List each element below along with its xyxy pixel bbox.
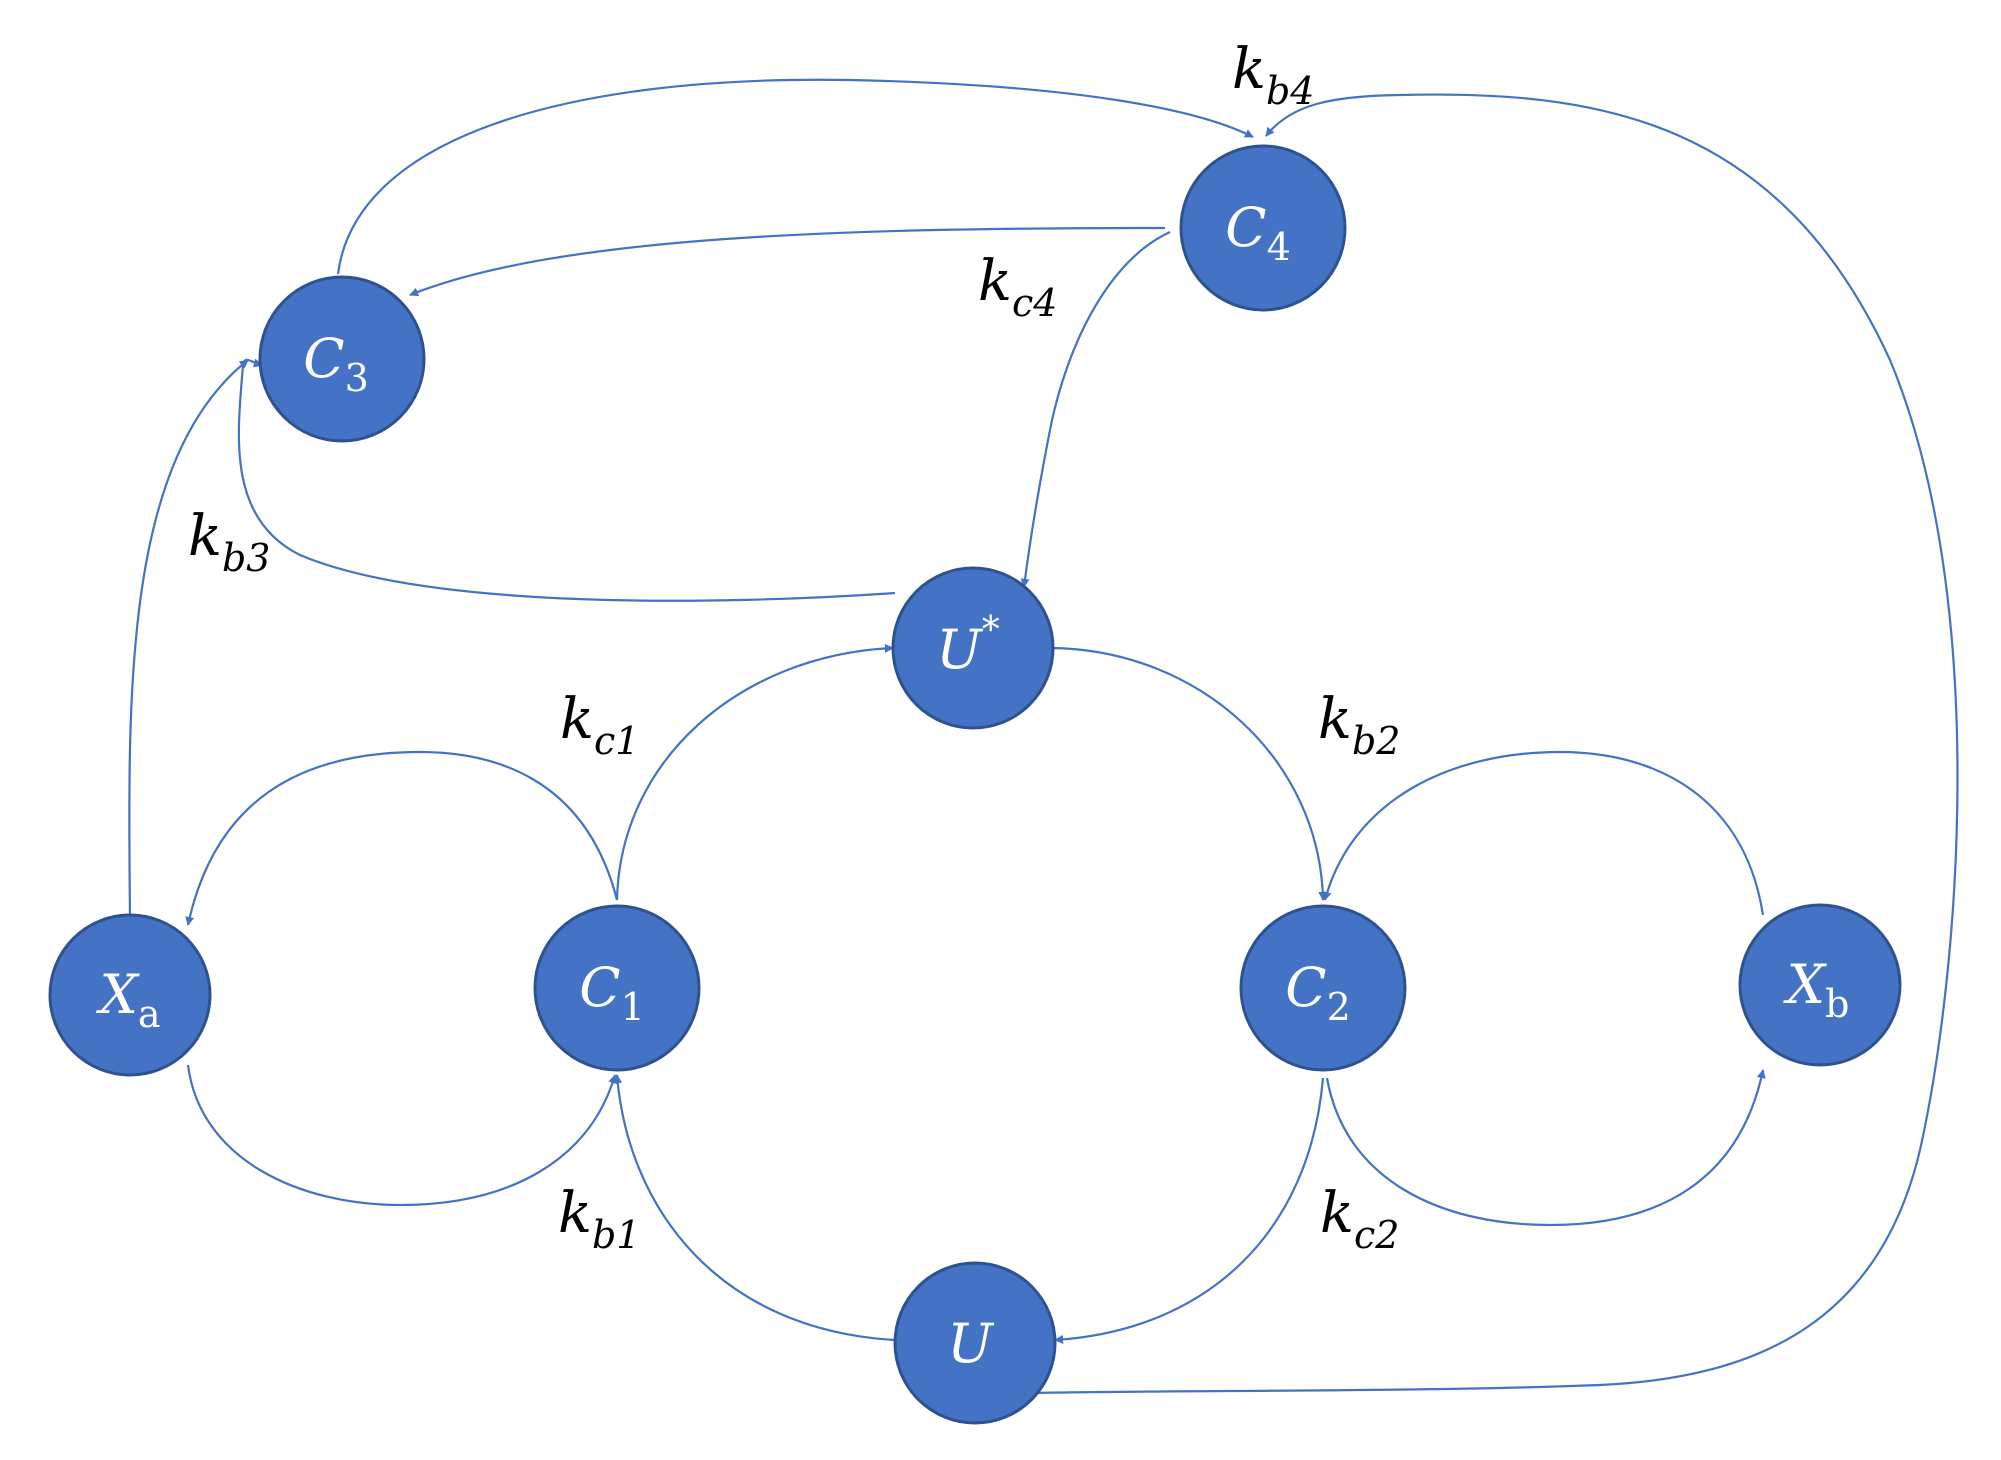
node-c1-subscript: 1: [621, 985, 645, 1029]
node-ustar: U*: [891, 566, 1055, 730]
edge-u-to-c4: [1029, 93, 1959, 1395]
rate-kb1-label: kb1: [558, 1181, 640, 1257]
rate-kb2-label: kb2: [1318, 687, 1400, 763]
edge-c2-to-xb: [1325, 1069, 1766, 1227]
rate-kc2-label: kc2: [1320, 1181, 1399, 1257]
edge-ustar-to-c2: [1051, 646, 1328, 901]
node-ustar-symbol: U: [936, 618, 983, 681]
edge-c1-to-ustar: [615, 643, 894, 901]
rate-kb3-label: kb3: [188, 504, 270, 580]
node-u-label: U: [947, 1312, 994, 1375]
rate-kb4-label: kb4: [1232, 37, 1314, 113]
rate-kb4-subscript: b4: [1266, 69, 1315, 113]
rate-kb3-symbol: k: [188, 504, 222, 569]
node-xa: Xa: [48, 913, 212, 1077]
rate-kb2-subscript: b2: [1352, 719, 1401, 763]
node-xa-label: Xa: [95, 963, 160, 1036]
rate-kb2-symbol: k: [1318, 687, 1352, 752]
node-xa-subscript: a: [138, 992, 161, 1036]
rate-kc4-subscript: c4: [1012, 281, 1057, 325]
node-c2-label: C2: [1285, 956, 1351, 1029]
node-c3-symbol: C: [303, 327, 344, 390]
node-c1-label: C1: [579, 956, 645, 1029]
rate-kc4-label: kc4: [978, 249, 1057, 325]
edge-c4-to-c3: [409, 226, 1166, 297]
node-xb-subscript: b: [1825, 982, 1849, 1026]
node-c1-circle: [533, 904, 701, 1072]
rate-kc2-subscript: c2: [1354, 1213, 1399, 1257]
rate-kc1-subscript: c1: [594, 719, 639, 763]
node-c3-subscript: 3: [345, 356, 369, 400]
node-c4: C4: [1179, 144, 1347, 312]
node-c2: C2: [1239, 904, 1407, 1072]
node-c2-subscript: 2: [1327, 985, 1351, 1029]
node-c3-circle: [258, 275, 426, 443]
rate-kc4-symbol: k: [978, 249, 1012, 314]
node-c4-label: C4: [1225, 196, 1291, 269]
node-xb-label: Xb: [1783, 953, 1850, 1026]
edge-c2-to-u: [1054, 1077, 1325, 1344]
node-u-circle: [893, 1261, 1057, 1425]
node-c3: C3: [258, 275, 426, 443]
rate-kb1-subscript: b1: [592, 1213, 641, 1257]
node-c1-symbol: C: [579, 956, 620, 1019]
rate-kb3-subscript: b3: [222, 536, 271, 580]
node-ustar-circle: [891, 566, 1055, 730]
node-xb-symbol: X: [1783, 953, 1828, 1016]
node-xa-circle: [48, 913, 212, 1077]
edge-xb-to-c2: [1322, 750, 1765, 916]
edge-c1-to-xa: [185, 750, 619, 926]
node-c1: C1: [533, 904, 701, 1072]
node-c4-symbol: C: [1225, 196, 1266, 259]
rate-kb1-symbol: k: [558, 1181, 592, 1246]
rate-labels: kb4 kc4 kb3 kc1 kb2 kb1 kc2: [188, 37, 1400, 1257]
node-u-symbol: U: [947, 1312, 994, 1375]
node-xb: Xb: [1738, 903, 1902, 1067]
node-xb-circle: [1738, 903, 1902, 1067]
rate-kc2-symbol: k: [1320, 1181, 1354, 1246]
rate-kc1-symbol: k: [560, 687, 594, 752]
edge-u-to-c1: [613, 1074, 896, 1342]
node-c2-circle: [1239, 904, 1407, 1072]
edge-xa-to-c1: [186, 1064, 618, 1207]
node-c4-circle: [1179, 144, 1347, 312]
node-c4-subscript: 4: [1267, 225, 1291, 269]
node-ustar-label: U*: [936, 610, 1000, 681]
node-c2-symbol: C: [1285, 956, 1326, 1019]
node-u: U: [893, 1261, 1057, 1425]
edge-xa-to-c3: [128, 359, 249, 921]
edges: [128, 78, 1959, 1395]
rate-kb4-symbol: k: [1232, 37, 1266, 102]
edge-c4-to-ustar: [1020, 231, 1171, 588]
node-c3-label: C3: [303, 327, 369, 400]
node-xa-symbol: X: [95, 963, 140, 1026]
edge-c3-to-c4: [336, 78, 1254, 275]
rate-kc1-label: kc1: [560, 687, 639, 763]
node-ustar-superscript: *: [982, 610, 1000, 651]
